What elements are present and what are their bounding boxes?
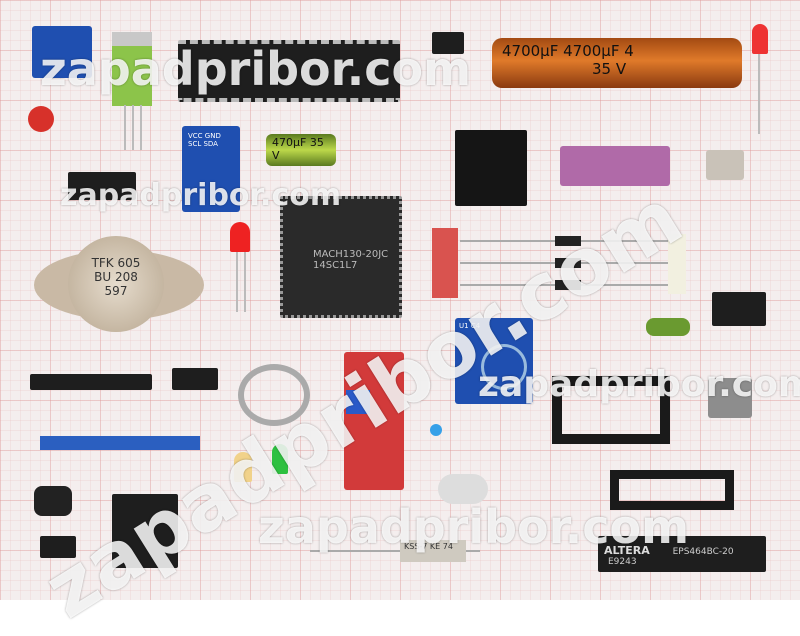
plcc-label: MACH130-20JC xyxy=(313,249,389,260)
ceramic-package xyxy=(708,378,752,418)
edge-connector xyxy=(40,436,200,450)
watermark: zapadpribor.com xyxy=(40,42,472,96)
red-sensor-module xyxy=(344,352,404,490)
watermark: zapadpribor.com xyxy=(258,500,690,554)
diode xyxy=(555,280,581,290)
eprom-chip: ALTERA EPS464BC-20 E9243 xyxy=(598,536,766,572)
diode xyxy=(555,236,581,246)
metal-ring xyxy=(238,364,310,426)
eprom-code: E9243 xyxy=(608,557,637,567)
touch-labels: U1 C4 xyxy=(459,322,481,330)
sensor-module: VCC GND SCL SDA xyxy=(182,126,240,212)
green-led xyxy=(272,444,288,474)
transistor-brand: TFK 605 xyxy=(91,256,141,270)
eprom-brand: ALTERA xyxy=(604,544,650,557)
watermark: zapadpribor.com xyxy=(60,178,342,213)
cap-label: 4700µF 4700µF 4 xyxy=(502,42,634,60)
terminal-block xyxy=(455,130,527,206)
soic-chip-2 xyxy=(68,172,136,200)
sot-chip xyxy=(40,536,76,558)
transistor-code: 597 xyxy=(104,284,128,298)
sip-header xyxy=(30,374,152,390)
soic-chip xyxy=(432,32,464,54)
plcc-code: 14SC1L7 xyxy=(313,260,358,271)
capacitor-4700uf: 4700µF 4700µF 4 35 V xyxy=(492,38,742,88)
cap-small-voltage: 35 V xyxy=(272,136,324,162)
yellow-led xyxy=(234,452,252,482)
dip-socket xyxy=(552,376,670,444)
sensor-pins: VCC GND SCL SDA xyxy=(188,132,221,148)
cap-small-label: 470µF xyxy=(272,136,307,149)
soic-chip-3 xyxy=(712,292,766,326)
watermark: zapadpribor.com xyxy=(478,364,800,405)
eprom-model: EPS464BC-20 xyxy=(672,547,734,557)
potentiometer xyxy=(346,390,370,414)
dip40-chip xyxy=(178,40,400,102)
small-module xyxy=(32,26,92,78)
blue-led xyxy=(430,424,442,436)
varistor xyxy=(28,106,54,132)
clear-led xyxy=(438,474,488,504)
soic-chip-4 xyxy=(172,368,218,390)
touch-module: U1 C4 xyxy=(455,318,533,404)
ceramic-chip xyxy=(560,146,670,186)
capacitor-red xyxy=(432,228,458,298)
red-led-2 xyxy=(230,222,250,252)
axial-component: KSS-7 KE 74 xyxy=(400,540,466,562)
plcc-chip: MACH130-20JC 14SC1L7 xyxy=(280,196,402,318)
film-capacitor xyxy=(646,318,690,336)
capacitor-470uf: 470µF 35 V xyxy=(266,134,336,166)
diode xyxy=(555,258,581,268)
transistor-model: BU 208 xyxy=(94,270,138,284)
crystal-oscillator xyxy=(706,150,744,180)
qfp-socket xyxy=(112,494,178,568)
to220-regulator xyxy=(112,32,152,106)
transistor-can: TFK 605 BU 208 597 xyxy=(68,236,164,332)
red-led xyxy=(752,24,768,54)
dip-socket-2 xyxy=(610,470,734,510)
axial-label: KSS-7 KE 74 xyxy=(404,542,453,551)
cap-voltage: 35 V xyxy=(592,60,627,78)
inductor xyxy=(34,486,72,516)
